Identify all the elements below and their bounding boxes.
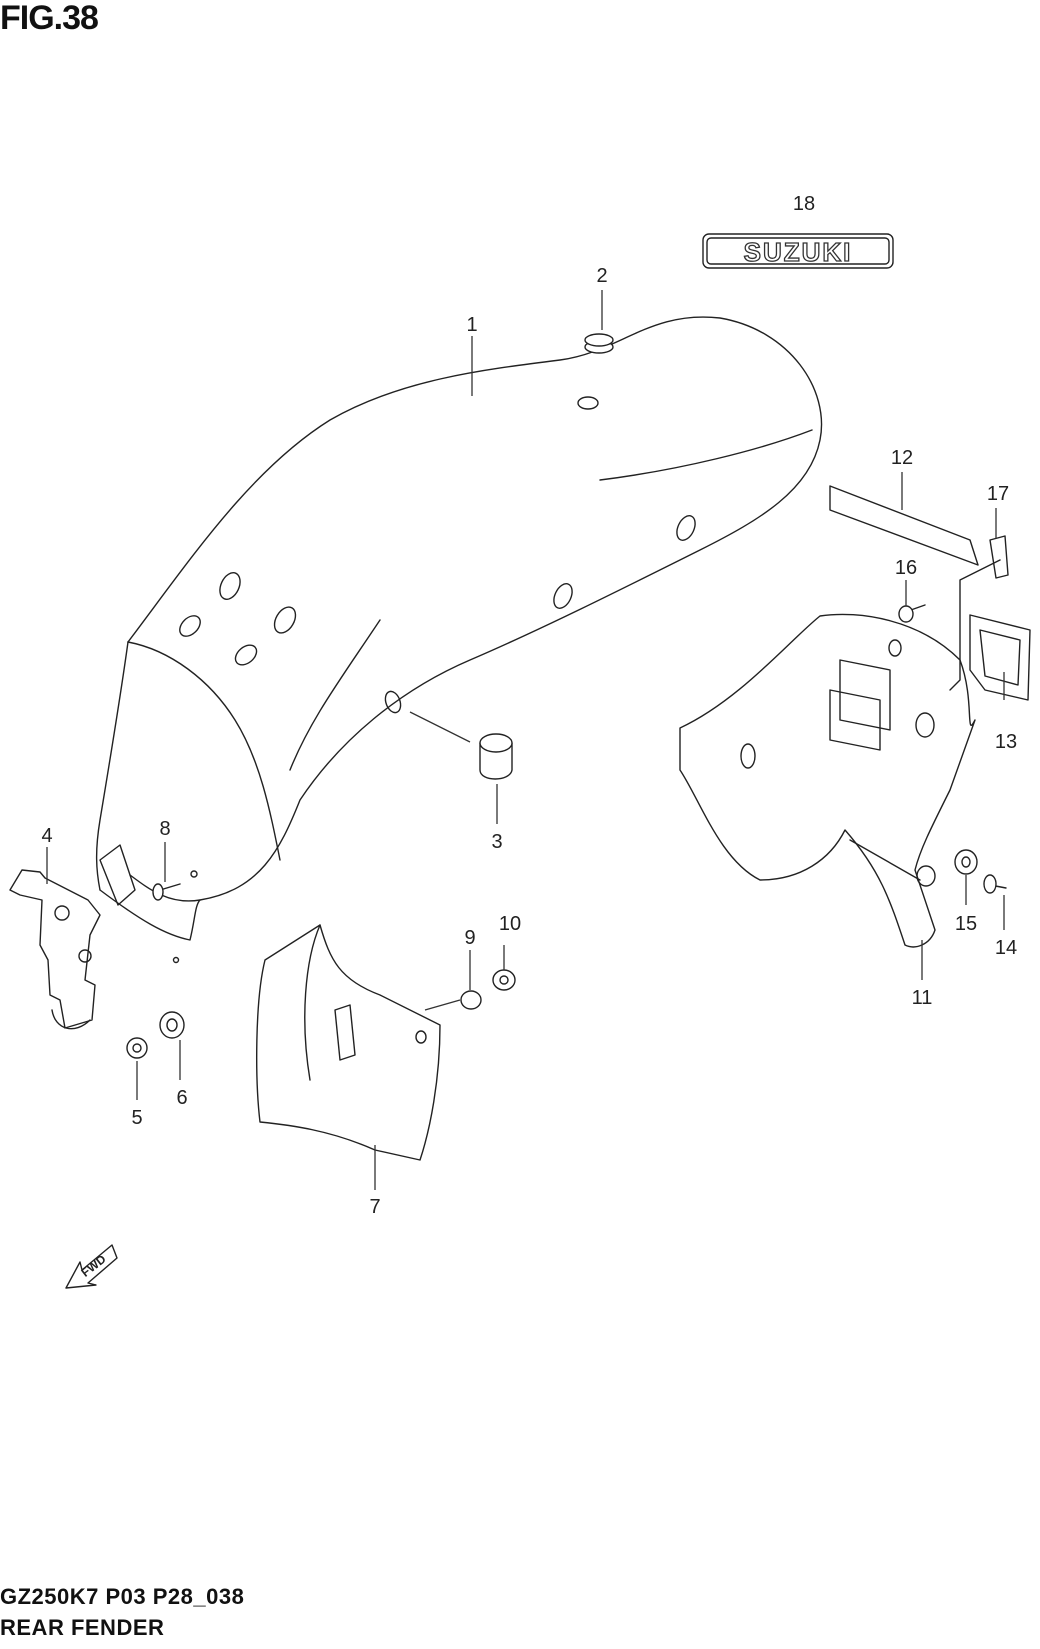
bolt-part-14	[983, 874, 1007, 894]
reflector-strip-part	[829, 485, 979, 566]
callout-4: 4	[41, 825, 52, 847]
callout-2: 2	[596, 265, 607, 287]
callout-11: 11	[912, 987, 933, 1009]
clip-part-17	[949, 535, 1009, 691]
nut-part-6	[159, 1011, 185, 1039]
washer-part-15	[954, 849, 978, 875]
emblem-text: SUZUKI	[744, 237, 853, 267]
figure-title: FIG.38	[0, 0, 99, 37]
cushion-part	[409, 711, 513, 780]
tail-housing-part	[679, 613, 976, 948]
screw-part-8	[152, 883, 181, 901]
mudguard-flap-part	[256, 924, 441, 1161]
callout-17: 17	[987, 483, 1009, 505]
rear-fender-part	[95, 316, 823, 964]
grommet-part	[584, 333, 614, 354]
callout-13: 13	[995, 731, 1017, 753]
callout-7: 7	[369, 1196, 380, 1218]
callout-18: 18	[793, 193, 815, 215]
callout-12: 12	[891, 447, 913, 469]
callout-leader-lines	[46, 290, 1005, 1190]
model-code-caption: GZ250K7 P03 P28_038	[0, 1584, 245, 1609]
callout-3: 3	[491, 831, 502, 853]
section-name-caption: REAR FENDER	[0, 1615, 165, 1640]
callout-16: 16	[895, 557, 917, 579]
washer-part-9	[424, 990, 482, 1011]
callout-1: 1	[466, 314, 477, 336]
callout-numbers: 1 2 3 4 5 6 7 8 9 10 11 12 13 14 15 16 1…	[41, 193, 1017, 1218]
callout-9: 9	[464, 927, 475, 949]
nut-part-5	[126, 1037, 148, 1059]
callout-14: 14	[995, 937, 1017, 959]
suzuki-emblem-part: SUZUKI	[702, 233, 894, 269]
nut-part-10	[492, 969, 516, 991]
pad-part	[969, 614, 1031, 701]
callout-6: 6	[176, 1087, 187, 1109]
callout-5: 5	[131, 1107, 142, 1129]
bracket-part	[9, 869, 101, 1030]
callout-15: 15	[955, 913, 977, 935]
callout-8: 8	[159, 818, 170, 840]
bolt-part-16	[898, 604, 926, 623]
forward-direction-marker: FWD	[65, 1244, 118, 1289]
callout-10: 10	[499, 913, 521, 935]
